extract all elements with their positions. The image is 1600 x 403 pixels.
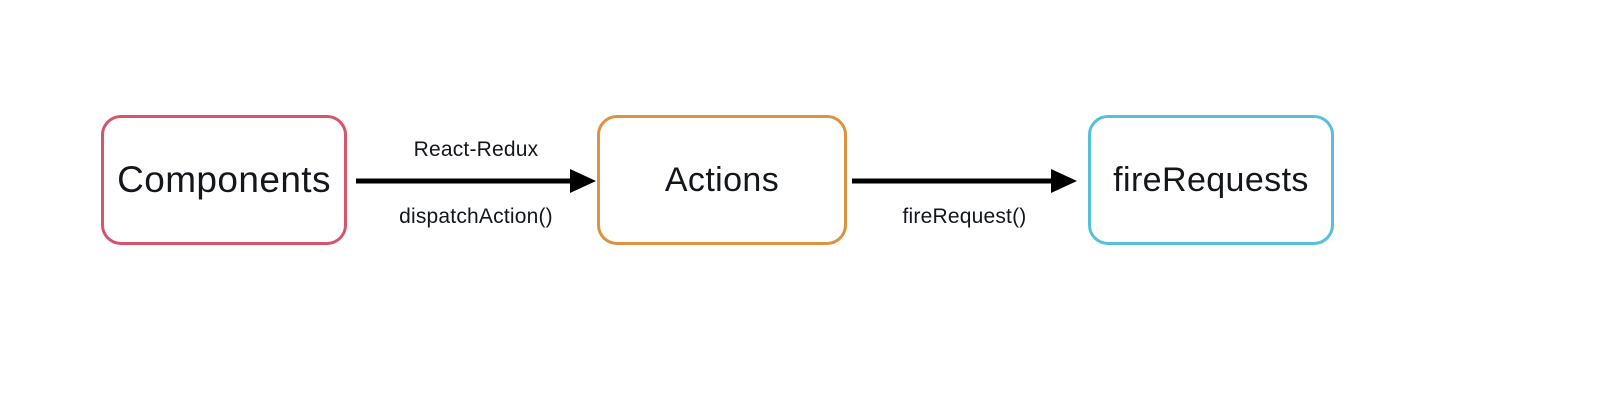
node-firerequests[interactable]: fireRequests xyxy=(1088,115,1334,245)
edge-1-top-label: React-Redux xyxy=(413,138,539,161)
edge-1-arrowhead xyxy=(570,169,596,193)
edge-2-arrowhead xyxy=(1051,169,1077,193)
node-actions-label: Actions xyxy=(664,160,780,199)
edge-components-to-actions xyxy=(356,161,596,201)
edge-1-bottom-label: dispatchAction() xyxy=(399,205,553,228)
node-firerequests-label: fireRequests xyxy=(1113,160,1309,199)
node-components[interactable]: Components xyxy=(101,115,347,245)
node-actions[interactable]: Actions xyxy=(597,115,847,245)
edge-actions-to-firerequests xyxy=(852,161,1077,201)
node-components-label: Components xyxy=(117,159,331,200)
edge-2-bottom-label: fireRequest() xyxy=(902,205,1027,228)
